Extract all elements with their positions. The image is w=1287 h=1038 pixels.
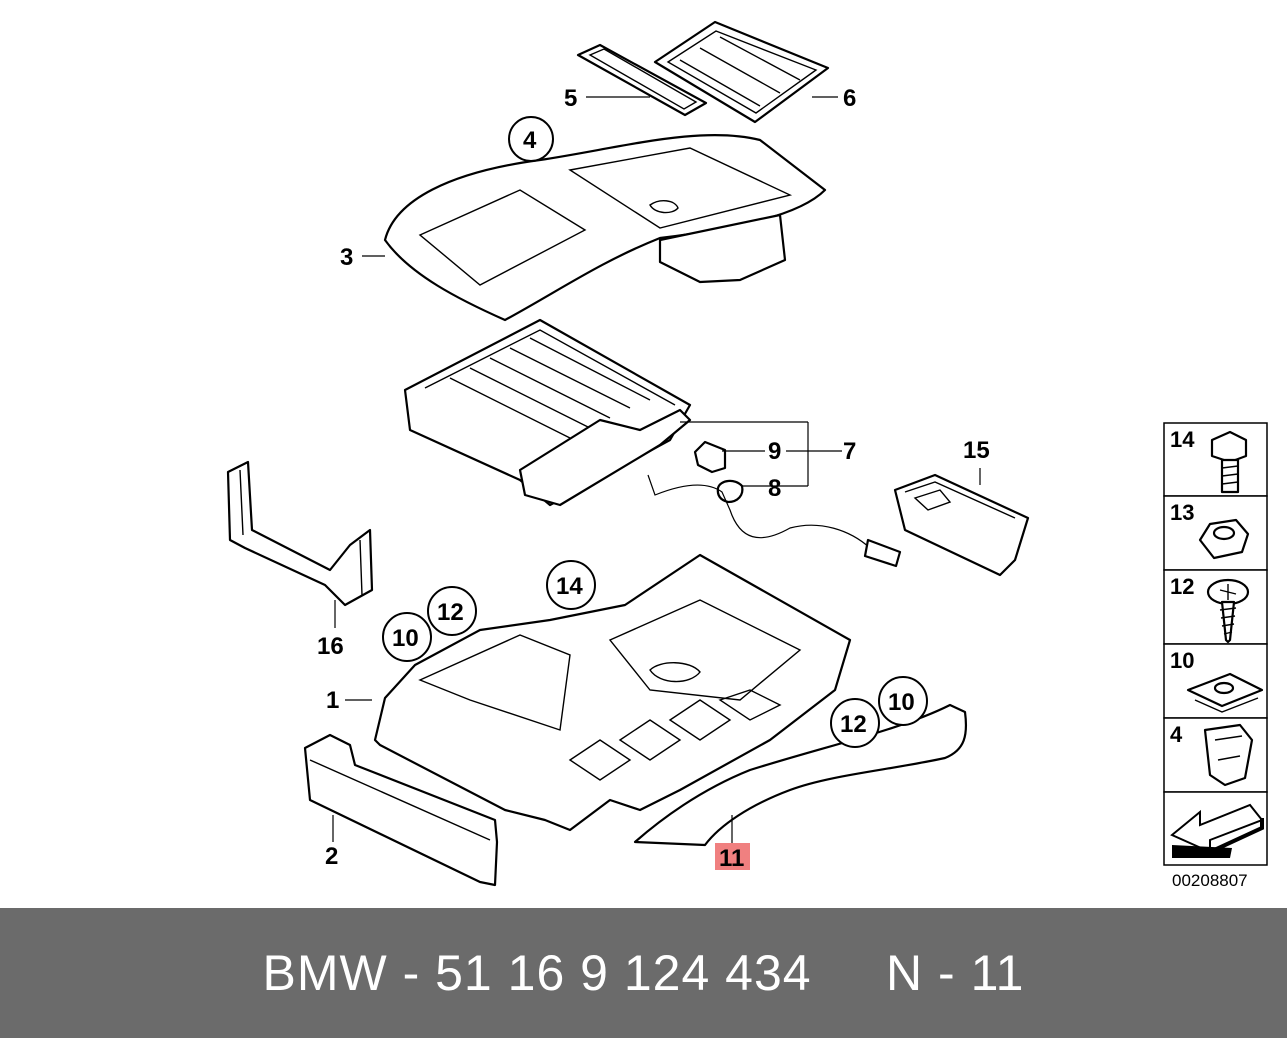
label-9: 9 (768, 438, 781, 465)
bolt-icon (1210, 430, 1248, 494)
bubble-12b (830, 698, 880, 748)
label-2: 2 (325, 843, 338, 870)
legend-label-13: 13 (1170, 500, 1194, 525)
label-14: 14 (556, 573, 583, 600)
legend-label-14: 14 (1170, 427, 1195, 452)
bubble-10a (382, 612, 432, 662)
clip-nut-icon (1186, 672, 1264, 713)
label-6: 6 (843, 85, 856, 112)
label-16: 16 (317, 633, 344, 660)
screw-icon (1206, 578, 1250, 644)
label-3: 3 (340, 244, 353, 271)
label-12b: 12 (840, 711, 867, 738)
catalog-number: 00208807 (1172, 871, 1248, 890)
part-3-4-tray (383, 134, 827, 322)
legend-panel: 14 13 12 10 4 (1163, 422, 1268, 890)
parts-diagram-svg: 5 6 4 3 9 7 8 15 14 12 10 16 1 2 10 12 1… (226, 20, 1268, 890)
label-10b: 10 (888, 689, 915, 716)
legend-label-10: 10 (1170, 648, 1194, 673)
label-12a: 12 (437, 599, 464, 626)
part-8-9-connector (647, 440, 902, 568)
highlight-box-11 (715, 843, 750, 870)
label-7: 7 (843, 438, 856, 465)
part-15-insert (893, 473, 1030, 577)
legend-cell-14 (1163, 422, 1268, 497)
part-7-roller (403, 318, 692, 507)
legend-label-12: 12 (1170, 574, 1194, 599)
part-16-bracket (226, 460, 374, 607)
label-4: 4 (523, 127, 537, 154)
footer-bar: BMW - 51 16 9 124 434 N - 11 (0, 908, 1287, 1038)
bubble-4 (508, 116, 554, 162)
bubble-14 (546, 560, 596, 610)
part-2-front-trim (303, 733, 499, 887)
label-11: 11 (719, 845, 744, 872)
label-15: 15 (963, 437, 990, 464)
part-11-side-trim (633, 703, 968, 847)
label-1: 1 (326, 687, 339, 714)
leader-lines (332, 96, 981, 843)
bubble-10b (878, 676, 928, 726)
label-5: 5 (564, 85, 577, 112)
arrow-down-left-icon (1170, 803, 1264, 858)
clip-icon (1203, 723, 1254, 787)
part-1-console (373, 553, 852, 832)
part-number-text: BMW - 51 16 9 124 434 N - 11 (262, 945, 1025, 1001)
nut-icon (1198, 518, 1250, 560)
bubble-12a (427, 586, 477, 636)
label-10a: 10 (392, 625, 419, 652)
part-5-mat (576, 43, 708, 117)
callout-labels: 5 6 4 3 9 7 8 15 14 12 10 16 1 2 10 12 1… (317, 85, 990, 872)
part-6-mat (653, 20, 830, 124)
legend-label-4: 4 (1170, 722, 1183, 747)
label-8: 8 (768, 475, 781, 502)
parts-diagram: 5 6 4 3 9 7 8 15 14 12 10 16 1 2 10 12 1… (226, 20, 1268, 890)
